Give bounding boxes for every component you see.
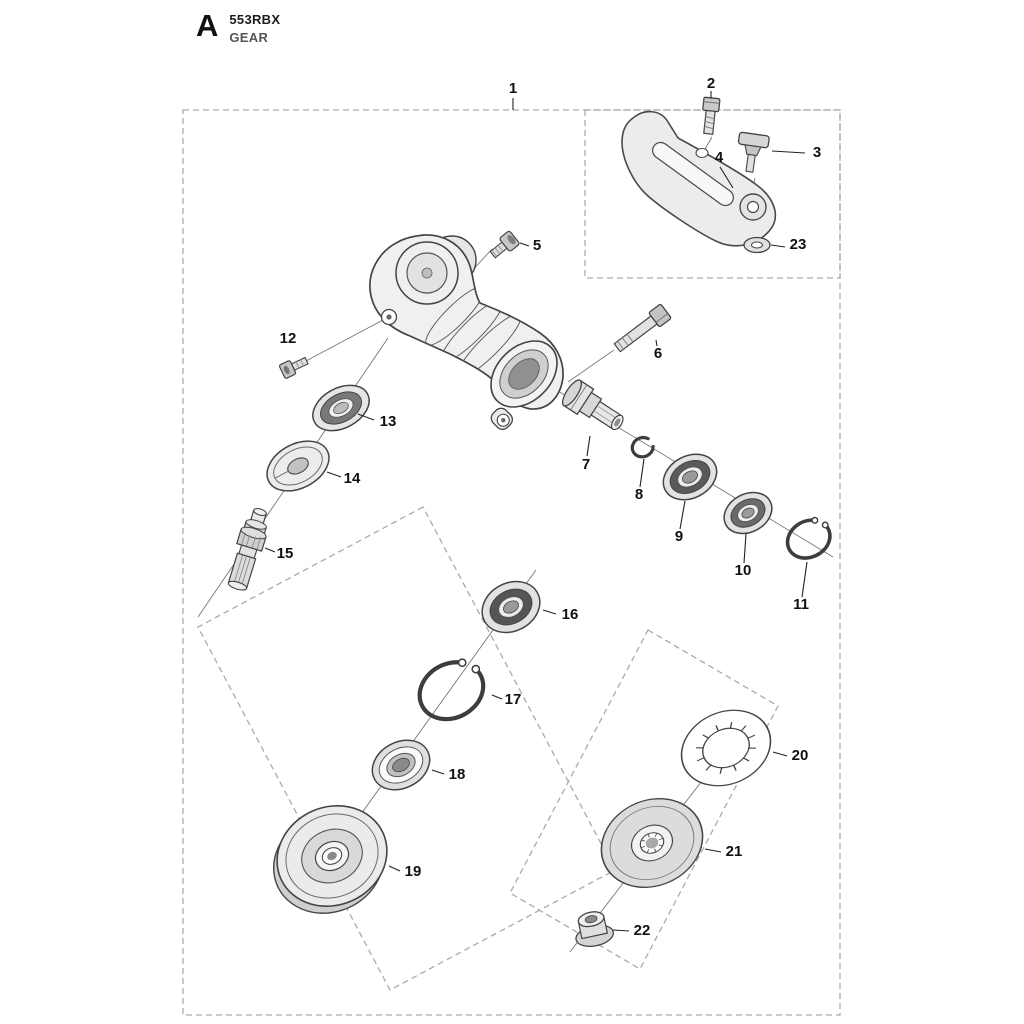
part-2-bolt: [702, 96, 721, 135]
callout-17: 17: [505, 691, 522, 708]
bearing-group-boundary: [197, 506, 616, 991]
callout-12: 12: [280, 330, 297, 347]
header-titles: 553RBX GEAR: [229, 10, 280, 45]
part-22-nut: [575, 911, 615, 948]
part-15-pinion-shaft: [227, 508, 267, 591]
callout-numbers: 1 2 3 4 5 6 7 8 9 10 11 12 13 14 15 16 1…: [277, 75, 822, 939]
callout-6: 6: [654, 345, 662, 362]
callout-19: 19: [405, 863, 422, 880]
callout-13: 13: [380, 413, 397, 430]
part-21-support-cup: [600, 797, 704, 889]
part-4-bracket: [621, 110, 777, 247]
model-number: 553RBX: [229, 12, 281, 27]
section-name: GEAR: [229, 30, 269, 45]
callout-5: 5: [533, 237, 541, 254]
part-10-bearing: [723, 491, 773, 535]
part-6-bolt: [613, 303, 672, 353]
callout-8: 8: [635, 486, 643, 503]
callout-16: 16: [562, 606, 579, 623]
callout-18: 18: [449, 766, 466, 783]
part-9-bearing: [662, 453, 718, 501]
callout-11: 11: [793, 596, 809, 613]
blade-mount-group-boundary: [509, 629, 779, 970]
callout-22: 22: [634, 922, 651, 939]
part-17-snap-ring: [417, 658, 486, 722]
callout-10: 10: [735, 562, 752, 579]
part-8-clip: [630, 435, 655, 459]
part-19-support-drum: [272, 804, 388, 914]
boundary-boxes: [182, 109, 841, 1016]
parts: [227, 96, 832, 948]
section-letter: A: [196, 8, 219, 43]
callout-23: 23: [790, 236, 807, 253]
part-23-washer: [743, 236, 771, 254]
part-16-bearing: [481, 580, 541, 634]
callout-14: 14: [344, 470, 361, 487]
part-7-drive-coupler: [561, 379, 624, 431]
callout-7: 7: [582, 456, 590, 473]
callout-1: 1: [509, 80, 517, 97]
bracket-subassembly-boundary: [584, 109, 841, 279]
callout-15: 15: [277, 545, 294, 562]
part-5-screw: [489, 230, 520, 259]
part-20-lock-washer: [680, 709, 772, 787]
part-11-circlip: [785, 516, 832, 560]
main-assembly-boundary: [182, 109, 841, 1016]
part-13-seal-ring: [312, 384, 370, 432]
part-gear-housing: [369, 234, 564, 431]
callout-21: 21: [726, 843, 743, 860]
part-3-clamp-pin: [737, 131, 770, 173]
callout-3: 3: [813, 144, 821, 161]
callout-4: 4: [715, 149, 724, 166]
callout-leader-lines: [264, 91, 808, 932]
header: A 553RBX GEAR: [196, 10, 280, 45]
callout-9: 9: [675, 528, 683, 545]
callout-2: 2: [707, 75, 715, 92]
part-12-screw: [279, 356, 309, 379]
callout-20: 20: [792, 747, 809, 764]
part-14-washer: [266, 440, 330, 492]
part-18-seal: [371, 739, 431, 791]
